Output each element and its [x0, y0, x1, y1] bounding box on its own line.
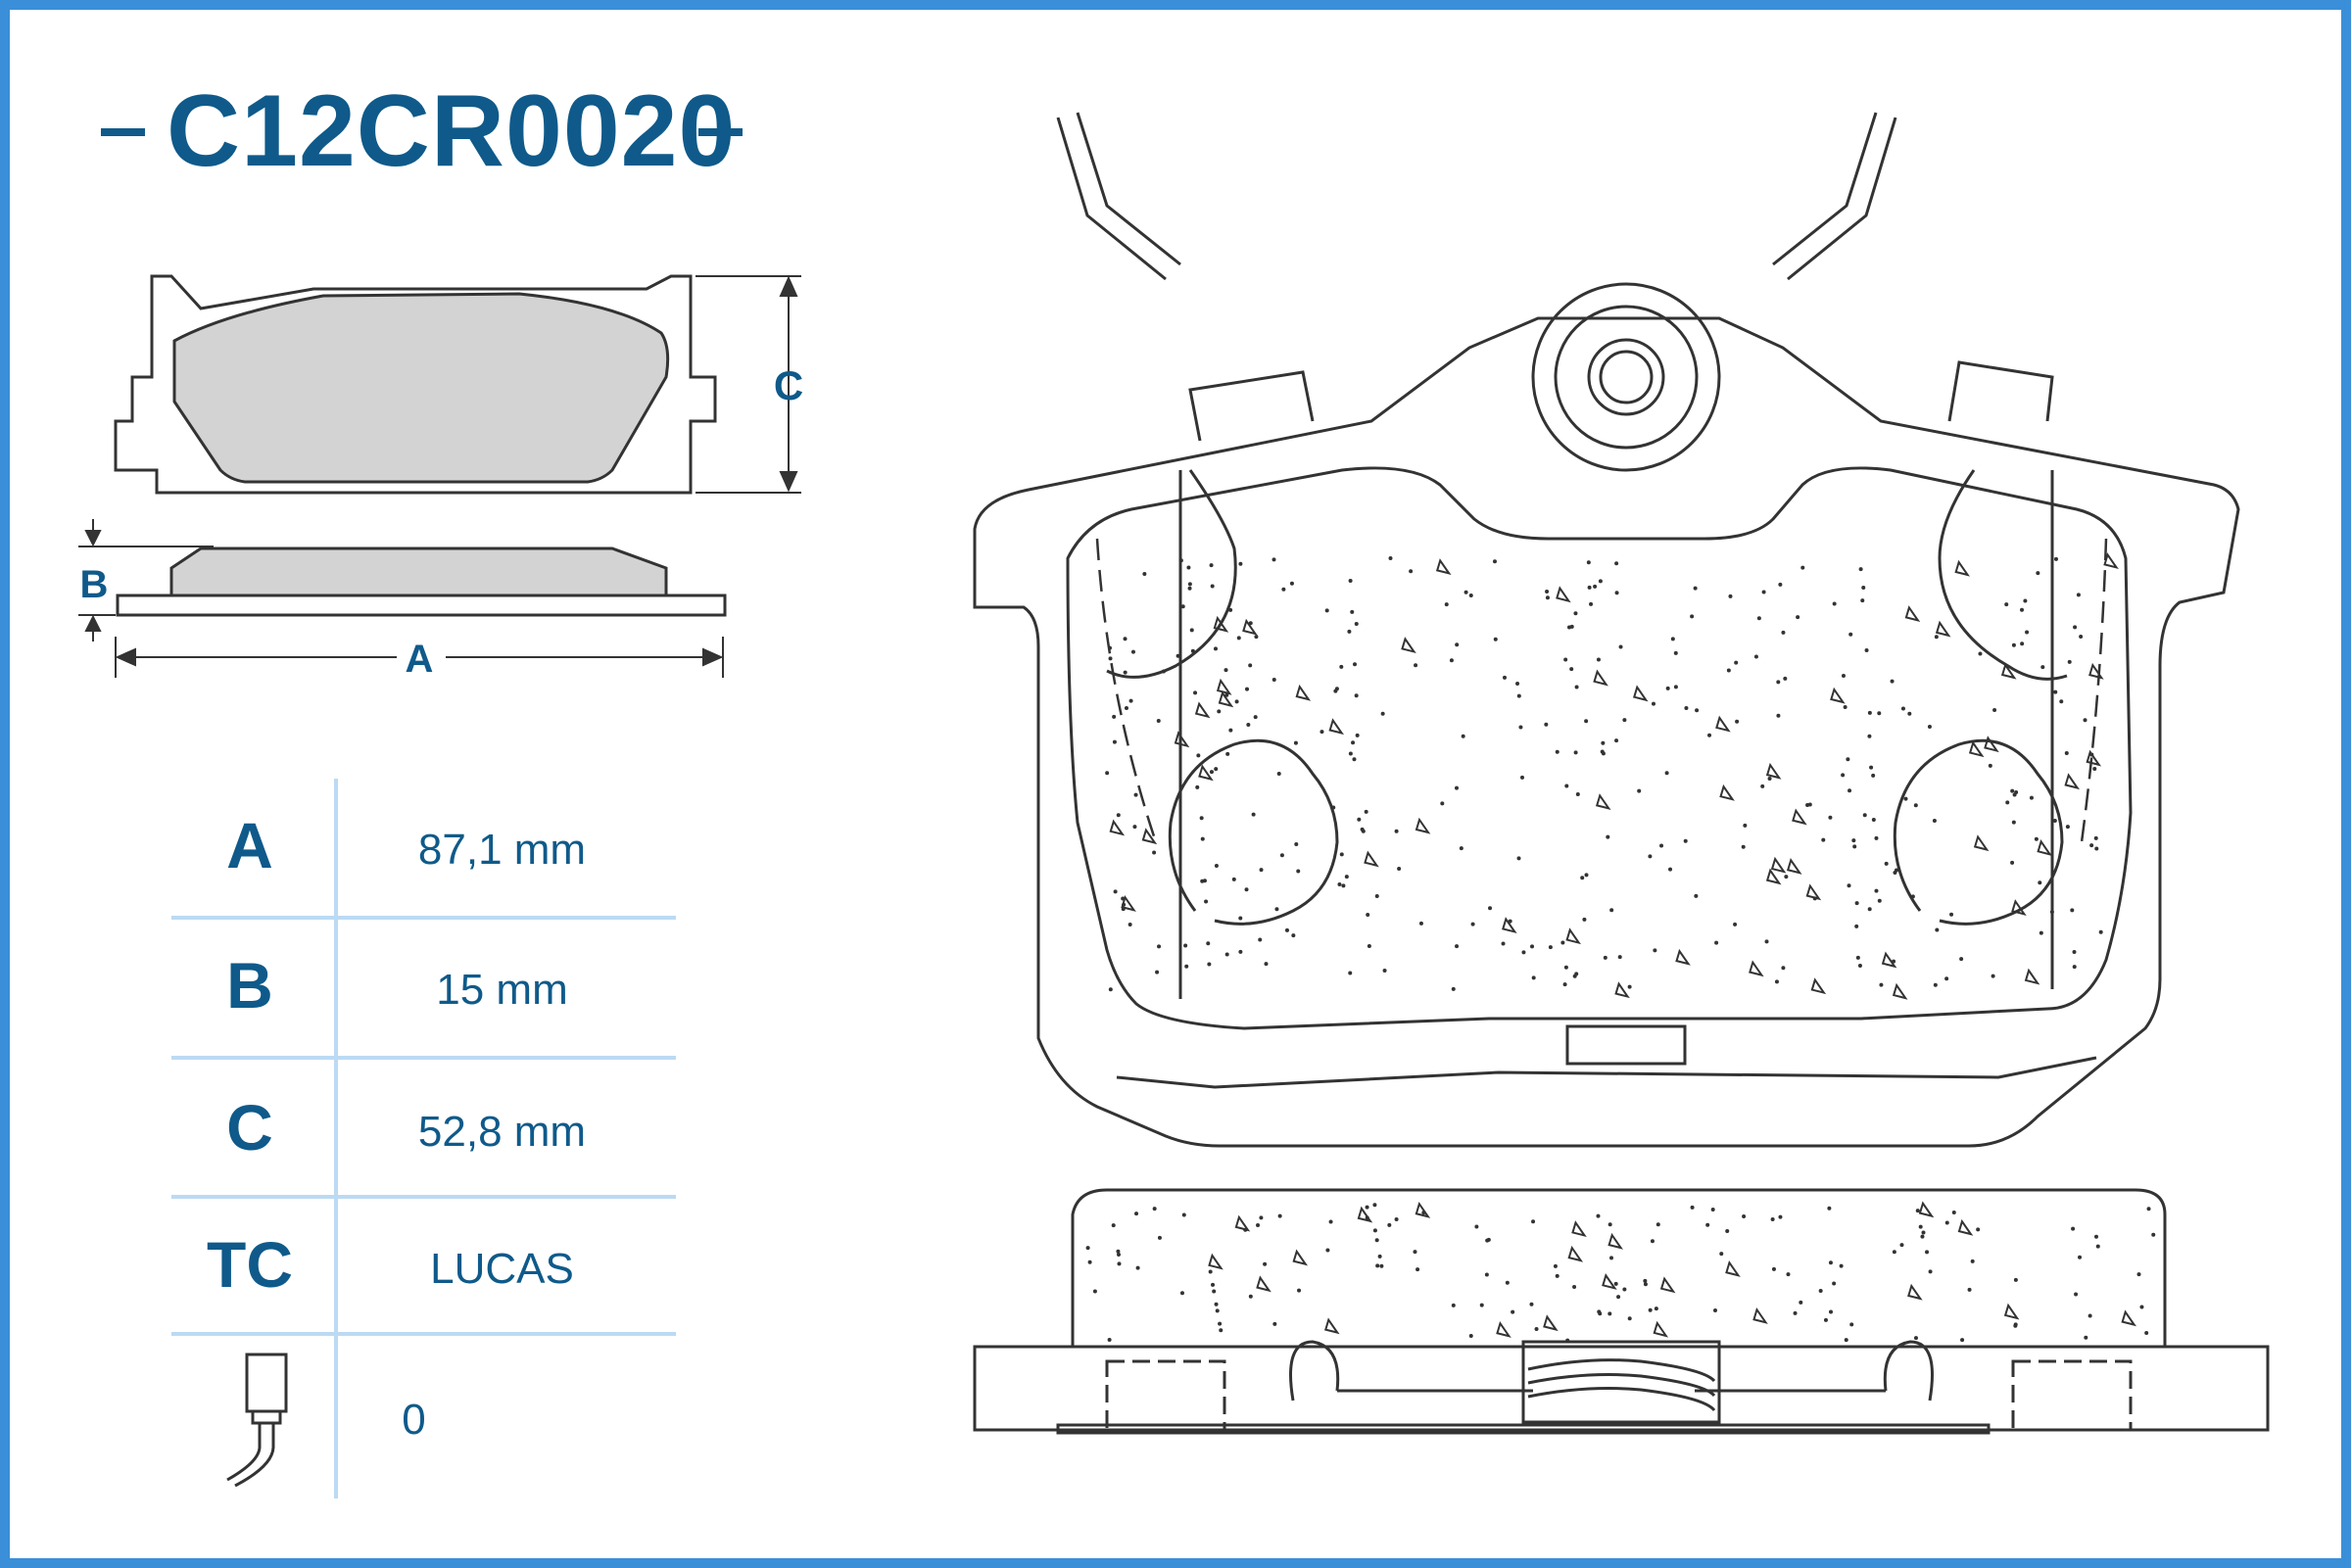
dim-label-c: C — [774, 362, 803, 408]
title-dash-left — [101, 128, 145, 136]
dimension-diagram: C B A — [78, 274, 803, 681]
spec-row-b: B 15 mm — [167, 919, 676, 1056]
spec-value: 15 mm — [436, 966, 568, 1014]
row-divider — [171, 1332, 676, 1336]
part-number-title: C12CR0020 — [167, 74, 737, 188]
sensor-value: 0 — [402, 1396, 426, 1444]
spec-key: C — [226, 1091, 273, 1164]
backing-plate-side — [116, 594, 727, 617]
friction-material-texture — [1085, 552, 2156, 1343]
spec-value: 52,8 mm — [417, 1108, 587, 1156]
spec-value: 87,1 mm — [417, 826, 587, 874]
spec-row-sensor: 0 — [167, 1337, 676, 1498]
friction-pad-top — [172, 292, 670, 484]
dim-label-b: B — [80, 563, 109, 606]
row-divider — [171, 1195, 676, 1199]
row-divider — [171, 916, 676, 920]
title-dash-right — [698, 128, 743, 136]
dim-label-a: A — [406, 638, 434, 681]
spec-key: TC — [207, 1228, 293, 1301]
spec-row-a: A 87,1 mm — [167, 779, 676, 916]
spec-key: A — [226, 809, 273, 881]
spec-row-tc: TC LUCAS — [167, 1198, 676, 1335]
spec-row-c: C 52,8 mm — [167, 1061, 676, 1198]
spec-value: LUCAS — [430, 1245, 574, 1293]
spec-key: B — [226, 949, 273, 1022]
wear-sensor-icon — [226, 1353, 288, 1487]
brake-pad-front-view — [973, 112, 2270, 1435]
table-divider-vertical — [334, 779, 338, 1498]
row-divider — [171, 1056, 676, 1060]
friction-pad-side — [169, 546, 668, 597]
